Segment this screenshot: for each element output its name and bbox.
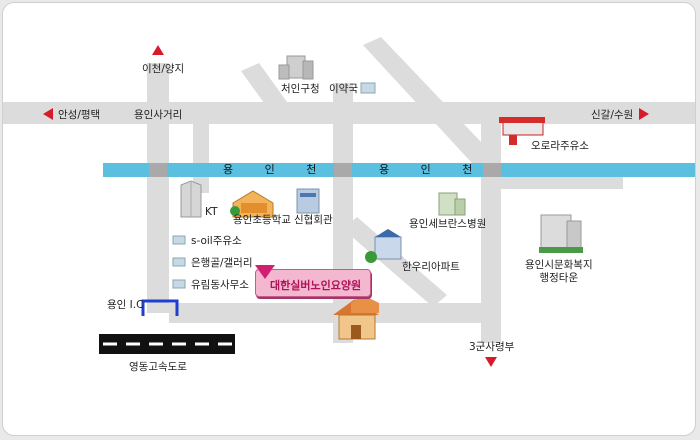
- building-icon: [172, 279, 186, 289]
- landmark-elementary-label: 용인초등학교: [233, 214, 291, 226]
- expressway: [99, 334, 235, 354]
- arrow-east-icon: [639, 108, 649, 120]
- road-diagonal-upper-left: [241, 63, 295, 121]
- hospital-icon: [438, 192, 466, 216]
- credit-union-icon: [296, 188, 320, 214]
- road-diagonal-upper-right: [363, 37, 501, 175]
- landmark-eunhaeng-label: 은행골/갤러리: [191, 257, 253, 269]
- road-lower-horizontal: [169, 303, 495, 323]
- map-frame: 이천/양지 안성/평택 신갈/수원 3군사령부 용인사거리 영동고속도로 용인 …: [2, 2, 696, 436]
- interchange-label: 용인 I.C: [107, 299, 144, 311]
- stream-crossing: [334, 163, 352, 177]
- direction-south-label: 3군사령부: [469, 341, 515, 353]
- stream-crossing: [149, 163, 167, 177]
- destination-label: 대한실버노인요양원: [270, 279, 362, 292]
- direction-east-label: 신갈/수원: [591, 109, 634, 121]
- landmark-severance-label: 용인세브란스병원: [409, 218, 487, 230]
- ic-marker: [141, 299, 179, 316]
- intersection-label: 용인사거리: [134, 109, 183, 121]
- destination-pointer-icon: [255, 265, 275, 279]
- stream-band: [103, 163, 695, 177]
- gas-station-icon: [172, 235, 186, 245]
- gas-station-icon: [499, 117, 545, 145]
- landmark-kt-label: KT: [205, 206, 218, 218]
- stream-crossing: [483, 163, 501, 177]
- direction-north-label: 이천/양지: [142, 63, 185, 75]
- destination-house-icon: [333, 295, 379, 340]
- road-north-south-left: [147, 63, 169, 313]
- landmark-aurora-gas-label: 오로라주유소: [531, 140, 589, 152]
- arrow-south-icon: [485, 357, 497, 367]
- location-map: [3, 37, 695, 367]
- destination-callout: 대한실버노인요양원: [255, 269, 371, 297]
- stream: [103, 163, 695, 177]
- landmark-welfare-town-label: 용인시문화복지 행정타운: [525, 259, 593, 285]
- landmark-cheoin-office-label: 처인구청: [281, 83, 320, 95]
- direction-arrows: [43, 45, 649, 367]
- expressway-band: [99, 334, 235, 354]
- pharmacy-icon: [360, 82, 376, 94]
- landmark-yuchung-label: 유림동사무소: [191, 279, 249, 291]
- apartment-icon: [365, 229, 402, 263]
- landmark-apartment-label: 한우리아파트: [402, 261, 460, 273]
- government-complex-icon: [539, 214, 583, 253]
- landmark-credit-union-label: 신협회관: [294, 214, 333, 226]
- building-icon: [172, 257, 186, 267]
- direction-west-label: 안성/평택: [58, 109, 101, 121]
- landmark-soil-gas-label: s-oil주유소: [191, 235, 242, 247]
- kt-tower-icon: [180, 180, 202, 218]
- building-icon: [278, 55, 314, 80]
- arrow-west-icon: [43, 108, 53, 120]
- stream-label-right: 용 인 천: [379, 163, 487, 176]
- school-icon: [230, 190, 274, 218]
- road-diagonal-lower: [343, 217, 447, 307]
- stream-label-left: 용 인 천: [223, 163, 331, 176]
- landmark-pharmacy-label: 이약국: [329, 83, 358, 95]
- arrow-north-icon: [152, 45, 164, 55]
- expressway-label: 영동고속도로: [129, 361, 187, 373]
